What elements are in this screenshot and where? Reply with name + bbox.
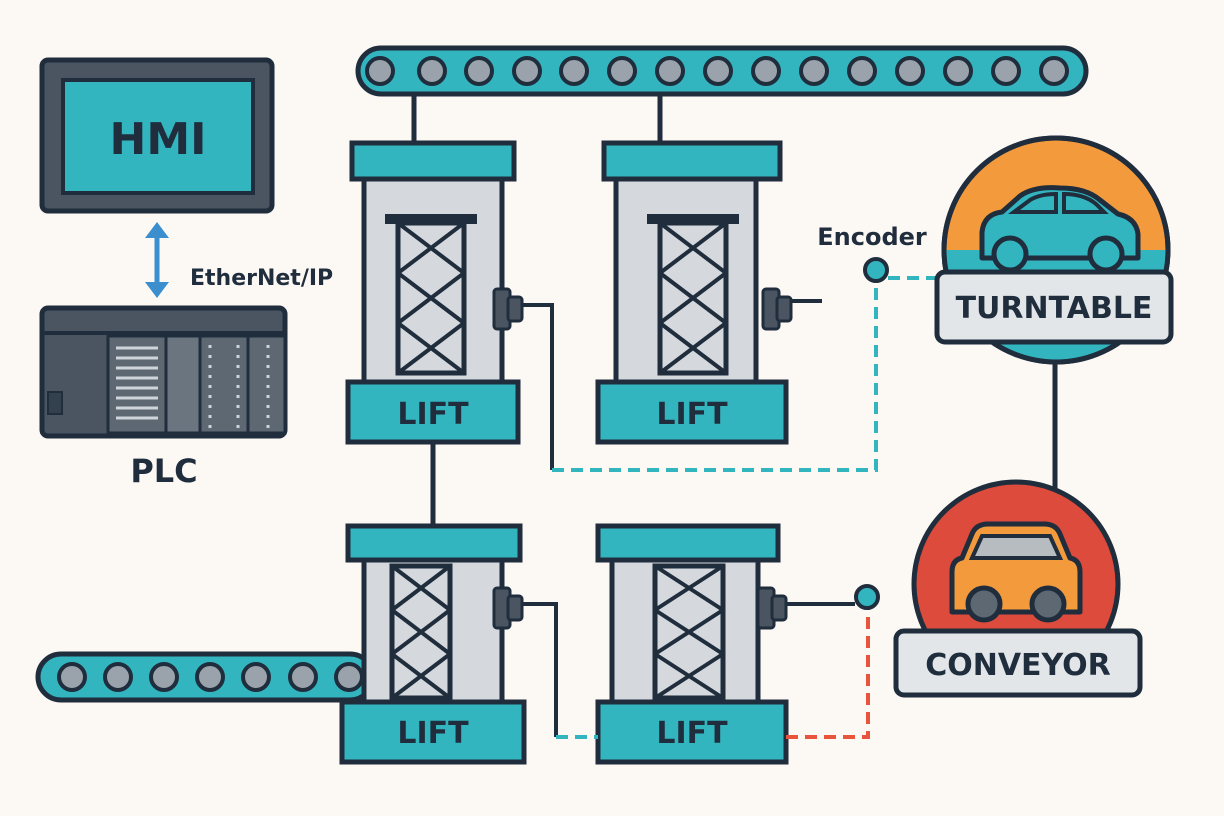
lift-3: LIFT xyxy=(339,523,527,765)
sensor-wire xyxy=(522,602,558,737)
encoder-label: Encoder xyxy=(817,223,927,251)
lift-label: LIFT xyxy=(397,716,469,751)
encoder-node xyxy=(863,257,889,283)
ethernet-link: EtherNet/IP xyxy=(145,222,333,298)
car-icon xyxy=(949,521,1083,623)
hmi-label: HMI xyxy=(110,114,207,165)
turntable: TURNTABLE xyxy=(934,135,1174,365)
plc-rack xyxy=(39,305,288,439)
top-conveyor xyxy=(355,45,1089,97)
sensor-icon xyxy=(492,586,524,630)
lift-label: LIFT xyxy=(397,397,469,432)
sensor-icon xyxy=(756,586,788,630)
conveyor-label: CONVEYOR xyxy=(925,648,1111,683)
conveyor-signal-line xyxy=(786,604,870,739)
sensor-wire xyxy=(522,303,554,470)
lift-4: LIFT xyxy=(595,523,855,765)
lift-label: LIFT xyxy=(656,397,728,432)
bottom-conveyor xyxy=(35,651,376,703)
lift-2: LIFT xyxy=(595,140,822,445)
sensor-icon xyxy=(761,287,793,331)
car-icon xyxy=(979,185,1141,273)
turntable-label: TURNTABLE xyxy=(956,291,1153,326)
link-label: EtherNet/IP xyxy=(190,266,333,291)
lift-1: LIFT xyxy=(345,140,524,445)
encoder-signal-line xyxy=(552,278,878,472)
lift-label: LIFT xyxy=(656,716,728,751)
arrow-down-icon xyxy=(145,282,169,298)
conveyor-station: CONVEYOR xyxy=(893,479,1143,698)
hmi-panel: HMI xyxy=(39,57,275,214)
arrow-up-icon xyxy=(145,222,169,238)
sensor-icon xyxy=(492,287,524,331)
signal-node xyxy=(854,584,880,610)
conveyor-rollers xyxy=(365,56,1069,86)
plc-label: PLC xyxy=(130,452,197,490)
